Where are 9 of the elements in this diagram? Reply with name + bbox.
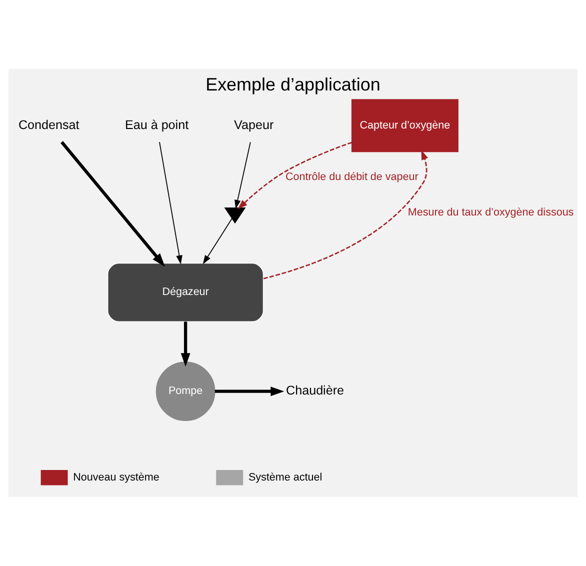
node-text: Eau à point <box>124 118 189 132</box>
node-text: Vapeur <box>234 118 274 132</box>
edge-label: Contrôle du débit de vapeur <box>285 171 418 184</box>
node-text: Chaudière <box>286 384 344 398</box>
legend-label: Système actuel <box>248 471 322 484</box>
diagram-title: Exemple d’application <box>206 74 380 95</box>
legend-label: Nouveau système <box>73 471 160 484</box>
edge-label: Mesure du taux d’oxygène dissous <box>408 206 574 219</box>
node-text: Condensat <box>18 118 80 132</box>
